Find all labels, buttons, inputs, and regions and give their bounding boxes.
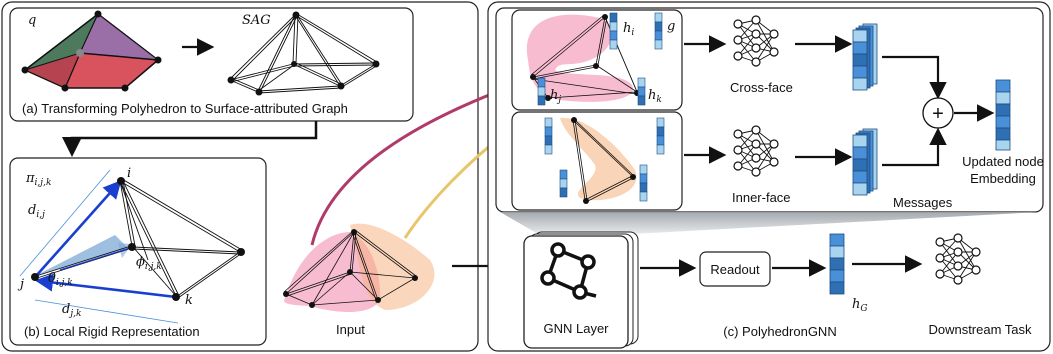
vec-g (654, 12, 663, 50)
graph-network-icon (540, 242, 597, 300)
inner-messages-stack (852, 128, 878, 196)
node-j-label: j (17, 277, 24, 292)
h-j-label: hj (550, 88, 561, 105)
input-caption: Input (336, 322, 365, 337)
node-k-label: k (185, 293, 193, 308)
gnn-layer-block (523, 231, 639, 349)
theta-label: θi,j,k (48, 271, 73, 288)
cross-messages-stack (852, 23, 878, 91)
input-graph (283, 223, 435, 312)
graph-embedding-vector (829, 233, 845, 295)
panel-b-box (9, 157, 267, 346)
vec-hj (537, 77, 546, 106)
messages-label: Messages (893, 195, 953, 210)
zoom-shadow (500, 212, 1040, 234)
caption-b: (b) Local Rigid Representation (24, 324, 200, 339)
vec-hi (609, 12, 618, 50)
d-jk-label: dj,k (62, 302, 81, 319)
sag-label: SAG (242, 13, 271, 28)
updated-label-1: Updated node (962, 154, 1044, 169)
sum-operator-icon (922, 97, 954, 129)
node-i-label: i (127, 166, 131, 181)
readout-box (699, 251, 771, 287)
inner-face-label: Inner-face (732, 190, 791, 205)
inner-face-vectors (544, 117, 665, 202)
arrow-a-to-b (62, 121, 318, 157)
h-i-label: hi (623, 21, 634, 38)
h-k-label: hk (648, 88, 662, 105)
polyhedron (21, 10, 162, 92)
sag-nodes (227, 11, 380, 96)
g-label: g (667, 19, 675, 34)
arrow-inner-to-sum (882, 127, 947, 167)
pi-label: πi,j,k (25, 171, 51, 188)
updated-label-2: Embedding (970, 171, 1036, 186)
downstream-label: Downstream Task (928, 322, 1032, 337)
vec-hk (637, 77, 646, 106)
inner-face-graph (560, 117, 637, 204)
rigid-graph (19, 169, 245, 324)
cross-face-label: Cross-face (730, 80, 793, 95)
cross-face-graph (526, 14, 640, 102)
plus-sign: + (932, 103, 944, 125)
pink-curve-arrow (310, 79, 521, 246)
gnn-layer-label: GNN Layer (543, 321, 609, 336)
readout-label: Readout (710, 262, 760, 277)
phi-label: ϕi,j,k (136, 255, 162, 272)
cross-face-mlp-icon (733, 15, 779, 67)
caption-a: (a) Transforming Polyhedron to Surface-a… (22, 101, 348, 116)
caption-c: (c) PolyhedronGNN (723, 324, 836, 339)
sag-graph (229, 13, 379, 94)
h-G-label: hG (852, 297, 868, 314)
q-label: q (28, 13, 36, 28)
d-ij-label: di,j (28, 203, 45, 220)
updated-embedding-vector (995, 79, 1011, 151)
arrow-cross-to-sum (882, 55, 947, 100)
